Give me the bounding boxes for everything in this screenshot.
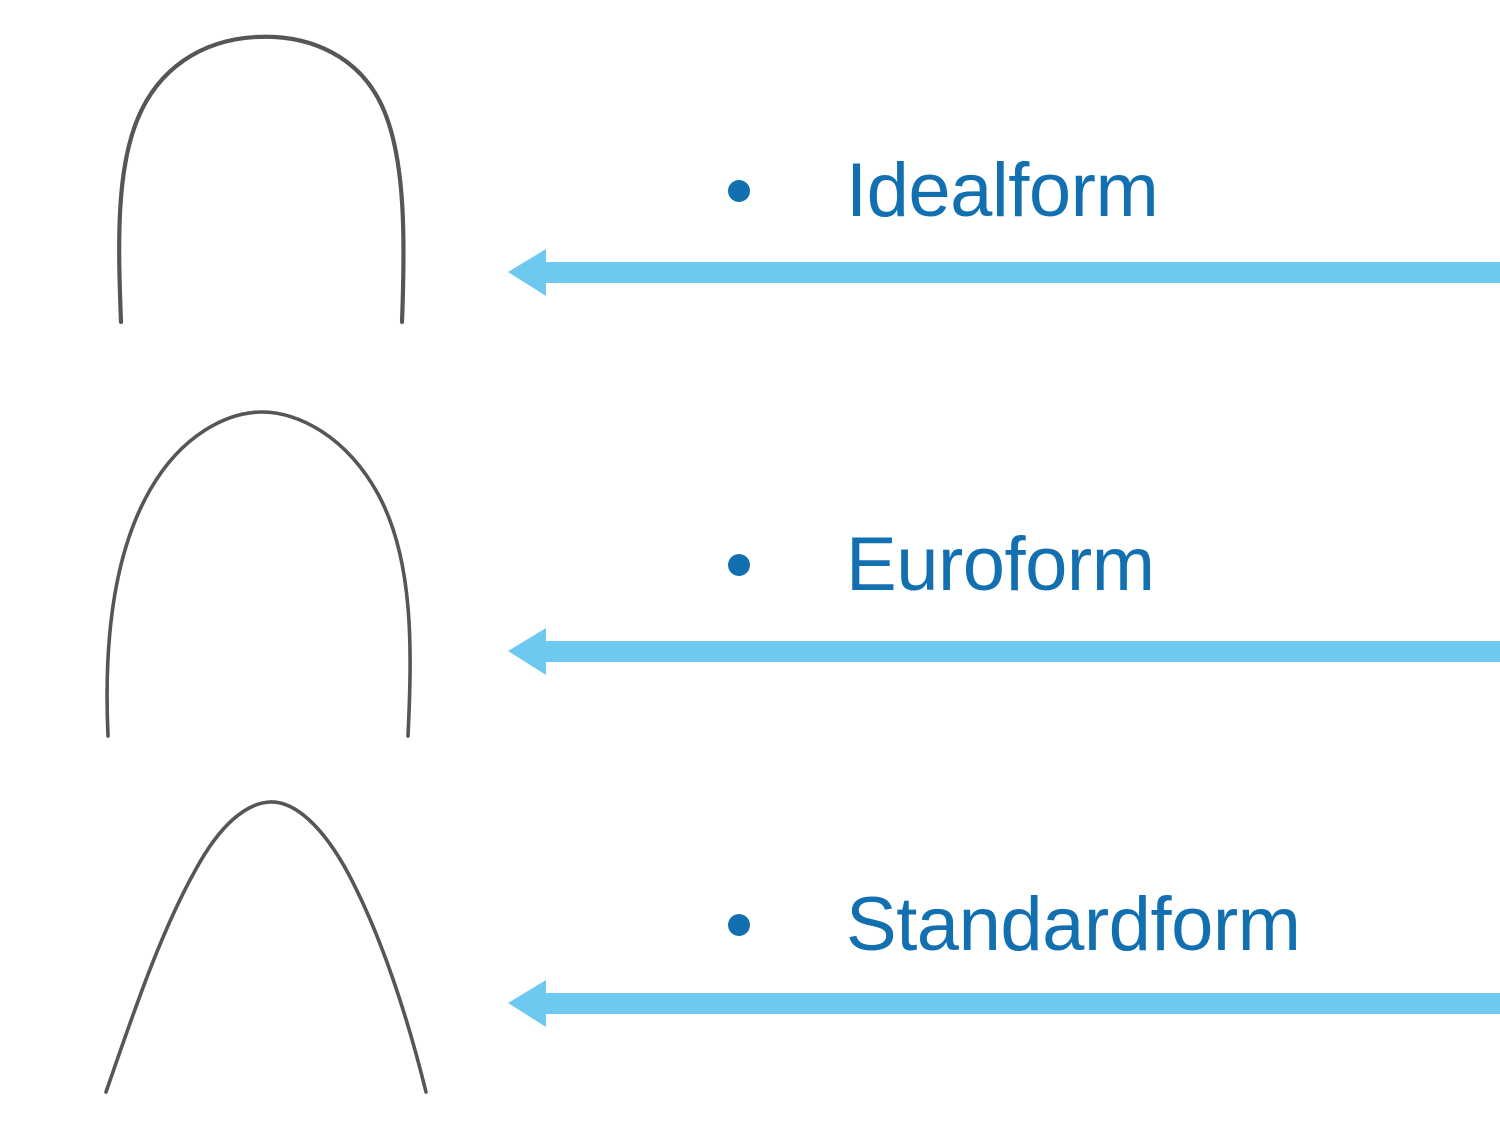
left-arrow-icon bbox=[508, 980, 1500, 1027]
archwire-euroform bbox=[60, 398, 480, 746]
arrow-idealform-glyph bbox=[508, 249, 1500, 296]
archwire-euroform-drawing bbox=[105, 410, 412, 738]
label-standardform: Standardform bbox=[846, 882, 1301, 967]
archwire-idealform bbox=[60, 20, 480, 340]
arrow-euroform-glyph bbox=[508, 628, 1500, 675]
archwire-idealform-path bbox=[117, 34, 406, 325]
archwire-idealform-drawing bbox=[117, 34, 406, 325]
archwire-standardform-drawing bbox=[104, 800, 428, 1094]
label-euroform: Euroform bbox=[846, 522, 1155, 607]
bullet-row-euroform: Euroform bbox=[728, 520, 1155, 610]
arrow-standardform-glyph bbox=[508, 980, 1500, 1027]
arrow-euroform bbox=[508, 625, 1500, 677]
label-idealform: Idealform bbox=[846, 148, 1159, 233]
archwire-euroform-path bbox=[105, 410, 412, 738]
bullet-icon bbox=[728, 914, 750, 936]
archwire-standardform-path bbox=[104, 800, 428, 1094]
left-arrow-icon bbox=[508, 628, 1500, 675]
bullet-icon bbox=[728, 180, 750, 202]
bullet-icon bbox=[728, 554, 750, 576]
arrow-standardform bbox=[508, 977, 1500, 1029]
archwire-standardform bbox=[60, 785, 480, 1105]
bullet-row-idealform: Idealform bbox=[728, 146, 1159, 236]
left-arrow-icon bbox=[508, 249, 1500, 296]
bullet-row-standardform: Standardform bbox=[728, 880, 1301, 970]
arrow-idealform bbox=[508, 246, 1500, 298]
